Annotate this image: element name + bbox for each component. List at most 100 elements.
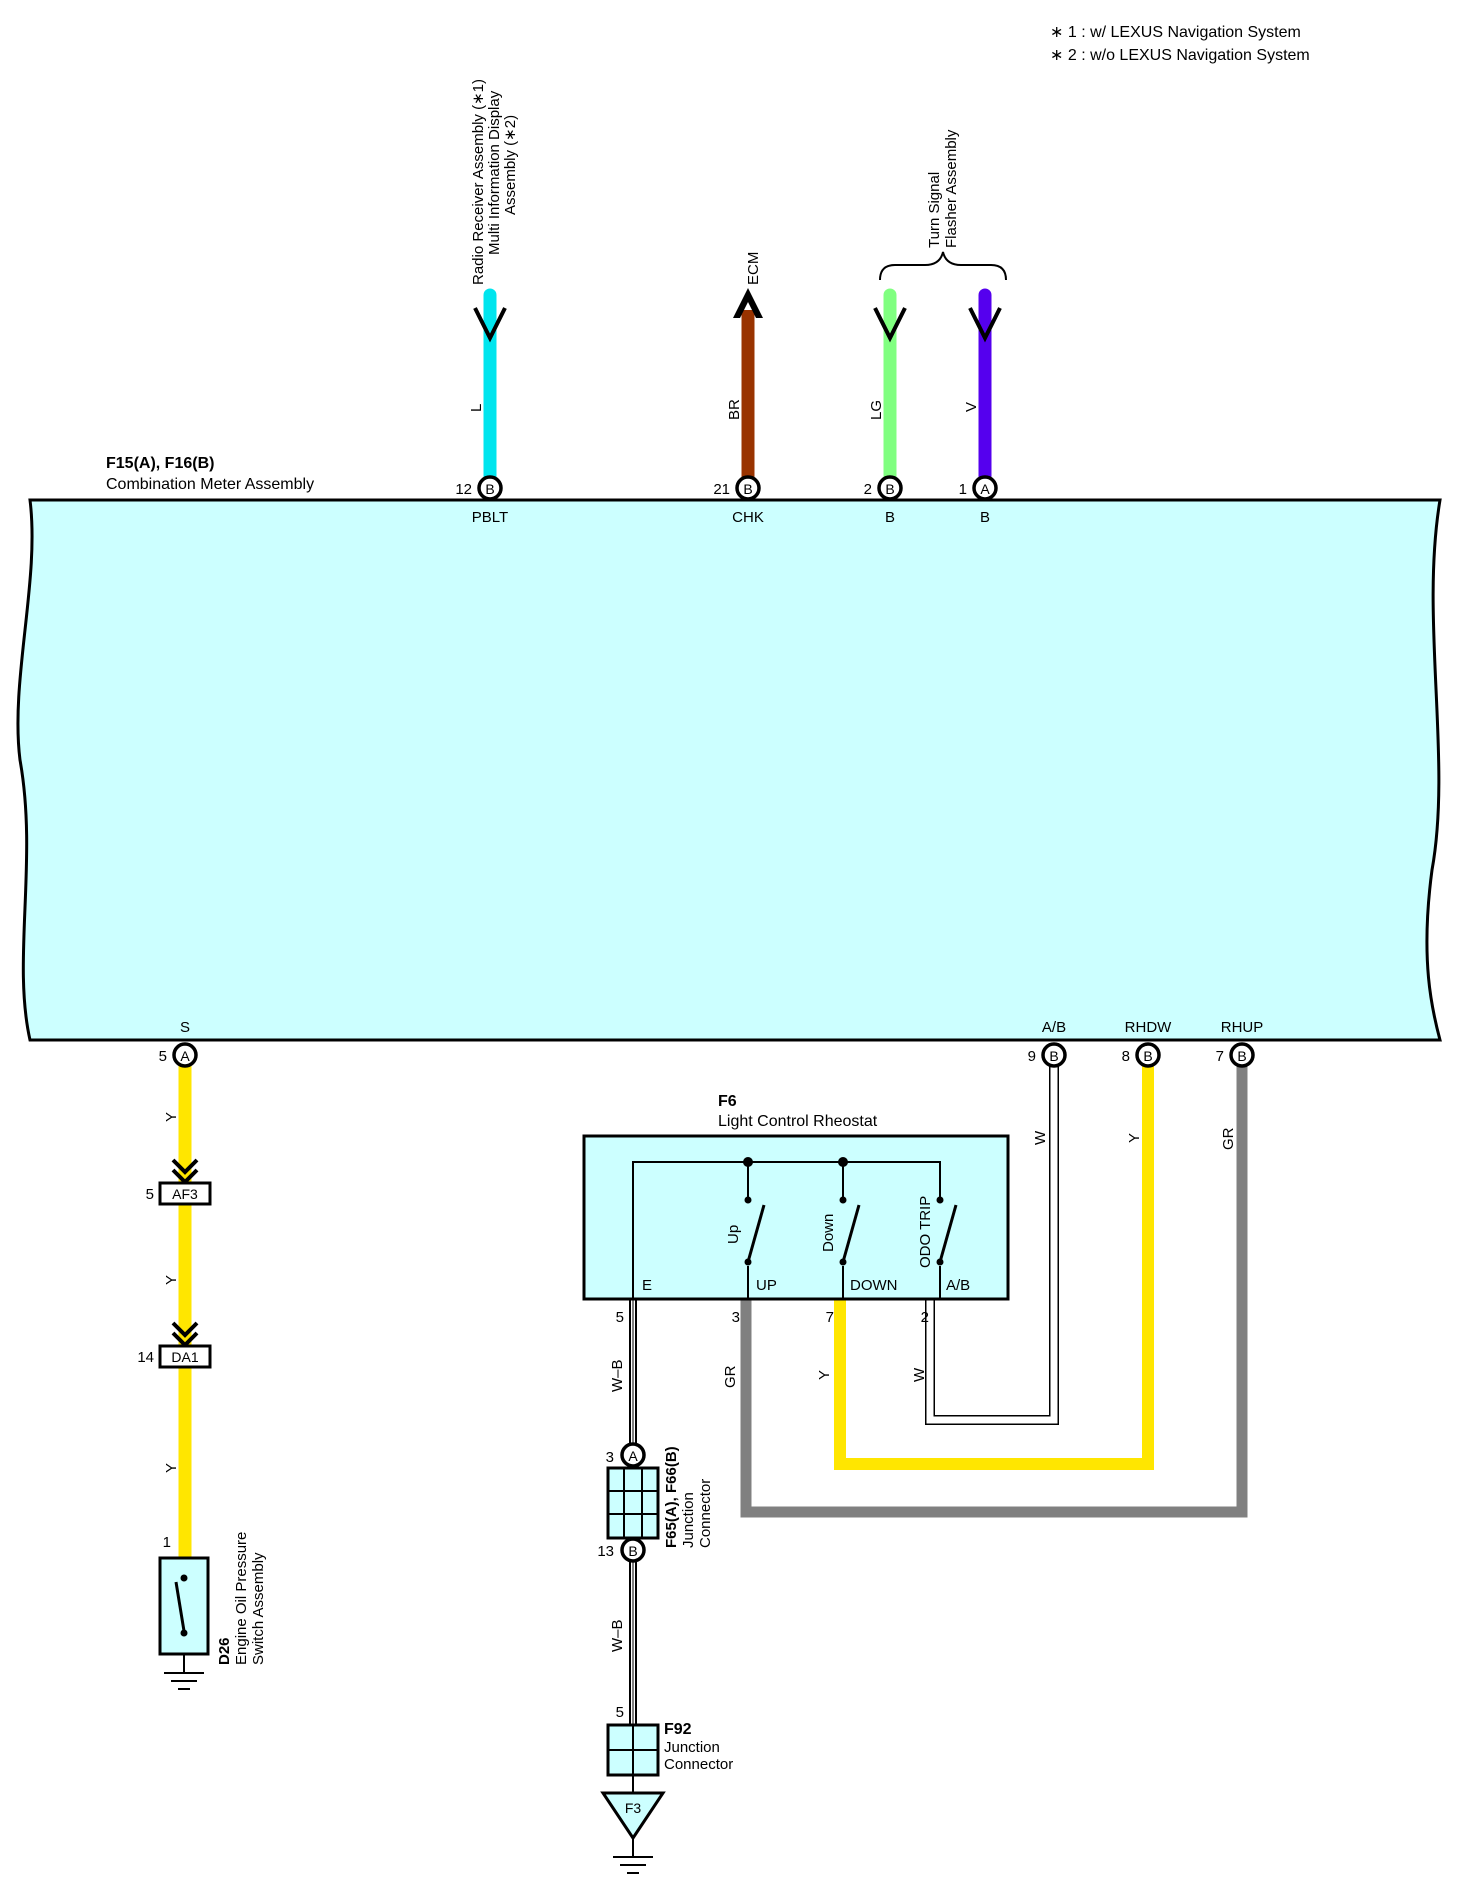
pin-num-rhup: 7 xyxy=(1216,1048,1224,1065)
junction2-name-1: Junction xyxy=(664,1739,720,1756)
oil-switch-name-2: Switch Assembly xyxy=(250,1552,267,1665)
pin-num-chk: 21 xyxy=(713,481,730,498)
junction-connector-f65 xyxy=(606,1466,660,1540)
wire-label-w-ab: W xyxy=(1032,1130,1049,1145)
svg-text:B: B xyxy=(1143,1048,1152,1064)
wire-label-y-rhdw: Y xyxy=(1126,1133,1143,1143)
switch-odo-trip xyxy=(936,1196,958,1298)
terminal-chk: B 21 CHK xyxy=(713,475,764,526)
note-1: ∗ 1 : w/ LEXUS Navigation System xyxy=(1050,24,1301,41)
switch-up xyxy=(744,1196,766,1298)
terminal-b-lg: B 2 B xyxy=(864,475,903,526)
connector-da1 xyxy=(158,1344,212,1369)
wire-label-y-s-1: Y xyxy=(163,1112,180,1122)
wire-gr-rhup xyxy=(740,1063,1248,1518)
oil-switch-name-1: Engine Oil Pressure xyxy=(233,1532,250,1665)
wire-label-wb-e: W–B xyxy=(609,1359,626,1392)
wire-label-wb-lower: W–B xyxy=(609,1619,626,1652)
svg-text:B: B xyxy=(485,481,494,497)
combination-meter-box xyxy=(16,498,1442,1042)
oil-switch-contact-top xyxy=(180,1574,188,1582)
terminal-pblt: B 12 PBLT xyxy=(455,475,508,526)
flasher-label: Turn Signal Flasher Assembly xyxy=(926,129,960,248)
radio-label-line1: Radio Receiver Assembly (∗1) xyxy=(470,79,487,285)
wire-label-v: V xyxy=(963,402,980,412)
svg-text:B: B xyxy=(743,481,752,497)
rheostat-pin-ab: 2 xyxy=(921,1309,929,1326)
pin-num-rhdw: 8 xyxy=(1122,1048,1130,1065)
wire-label-y-s-2: Y xyxy=(163,1275,180,1285)
wire-label-y-down: Y xyxy=(816,1370,833,1380)
rheostat-terminal-down: DOWN xyxy=(850,1277,898,1294)
rheostat-terminal-up: UP xyxy=(756,1277,777,1294)
junction1-name-2: Connector xyxy=(697,1479,714,1548)
svg-text:A: A xyxy=(980,481,990,497)
rheostat-pin-up: 3 xyxy=(732,1309,740,1326)
wire-w-ab-inner xyxy=(926,1063,1058,1424)
svg-text:B: B xyxy=(885,481,894,497)
terminal-rhdw: B 8 RHDW xyxy=(1122,1019,1172,1068)
oil-switch-contact-bottom xyxy=(180,1629,188,1637)
arrow-out-ecm-icon xyxy=(733,288,763,318)
pin-num-ab: 9 xyxy=(1028,1048,1036,1065)
junction-pin-b: 13 xyxy=(597,1543,614,1560)
meter-code: F15(A), F16(B) xyxy=(106,455,214,472)
pin-num-s: 5 xyxy=(159,1048,167,1065)
wire-label-gr-rhup: GR xyxy=(1220,1127,1237,1150)
svg-text:B: B xyxy=(1049,1048,1058,1064)
pin-label-b-v: B xyxy=(980,509,990,526)
pin-num-b-lg: 2 xyxy=(864,481,872,498)
chevron-da1-a-icon xyxy=(171,1321,199,1338)
terminal-ab: B 9 A/B xyxy=(1028,1019,1067,1068)
rheostat-pin-down: 7 xyxy=(826,1309,834,1326)
pin-num-pblt: 12 xyxy=(455,481,472,498)
wire-label-l: L xyxy=(468,404,485,412)
junction-terminal-b: B xyxy=(620,1537,646,1563)
junction2-code: F92 xyxy=(664,1721,692,1738)
meter-name: Combination Meter Assembly xyxy=(106,476,314,493)
light-control-rheostat xyxy=(582,1134,1010,1301)
connector-da1-name: DA1 xyxy=(171,1349,198,1365)
arrow-in-flasher-lg-icon xyxy=(873,307,907,343)
junction1-code: F65(A), F66(B) xyxy=(663,1446,680,1548)
rheostat-bus xyxy=(632,1161,941,1298)
ground-point-label: F3 xyxy=(625,1800,642,1816)
switch-down xyxy=(839,1196,861,1298)
connector-da1-num: 14 xyxy=(137,1349,154,1366)
pin-label-chk: CHK xyxy=(732,509,764,526)
rheostat-name: Light Control Rheostat xyxy=(718,1113,878,1130)
ground-icon xyxy=(164,1672,204,1690)
terminal-b-v: A 1 B xyxy=(959,475,998,526)
oil-pressure-switch xyxy=(158,1556,210,1656)
pin-label-ab: A/B xyxy=(1042,1019,1066,1036)
junction2-name-2: Connector xyxy=(664,1756,733,1773)
terminal-rhup: B 7 RHUP xyxy=(1216,1019,1263,1068)
flasher-label-line2: Flasher Assembly xyxy=(943,129,960,248)
rheostat-pin-e: 5 xyxy=(616,1309,624,1326)
rheostat-junction-1 xyxy=(743,1157,753,1167)
junction1-name-1: Junction xyxy=(680,1492,697,1548)
junction2-pin: 5 xyxy=(616,1704,624,1721)
rheostat-code: F6 xyxy=(718,1093,737,1110)
connector-af3-name: AF3 xyxy=(172,1186,198,1202)
pin-label-pblt: PBLT xyxy=(472,509,508,526)
oil-switch-label: D26 Engine Oil Pressure Switch Assembly xyxy=(216,1532,267,1665)
terminal-s: A 5 S xyxy=(159,1019,198,1068)
pin-label-s: S xyxy=(180,1019,190,1036)
oil-switch-pin: 1 xyxy=(163,1534,171,1551)
radio-receiver-label: Radio Receiver Assembly (∗1) Multi Infor… xyxy=(470,79,519,285)
ground-point-f3 xyxy=(600,1791,666,1841)
svg-text:A: A xyxy=(180,1048,190,1064)
wire-label-w-ab2: W xyxy=(911,1367,928,1382)
arrow-in-radio-icon xyxy=(473,307,507,343)
rheostat-terminal-e: E xyxy=(642,1277,652,1294)
pin-num-b-v: 1 xyxy=(959,481,967,498)
wire-label-lg: LG xyxy=(868,400,885,420)
ecm-label: ECM xyxy=(745,252,762,285)
wire-label-gr-up: GR xyxy=(722,1365,739,1388)
wire-y-rhdw xyxy=(834,1063,1154,1470)
note-2: ∗ 2 : w/o LEXUS Navigation System xyxy=(1050,47,1310,64)
flasher-bracket xyxy=(879,251,1007,281)
chevron-af3-a-icon xyxy=(171,1158,199,1175)
